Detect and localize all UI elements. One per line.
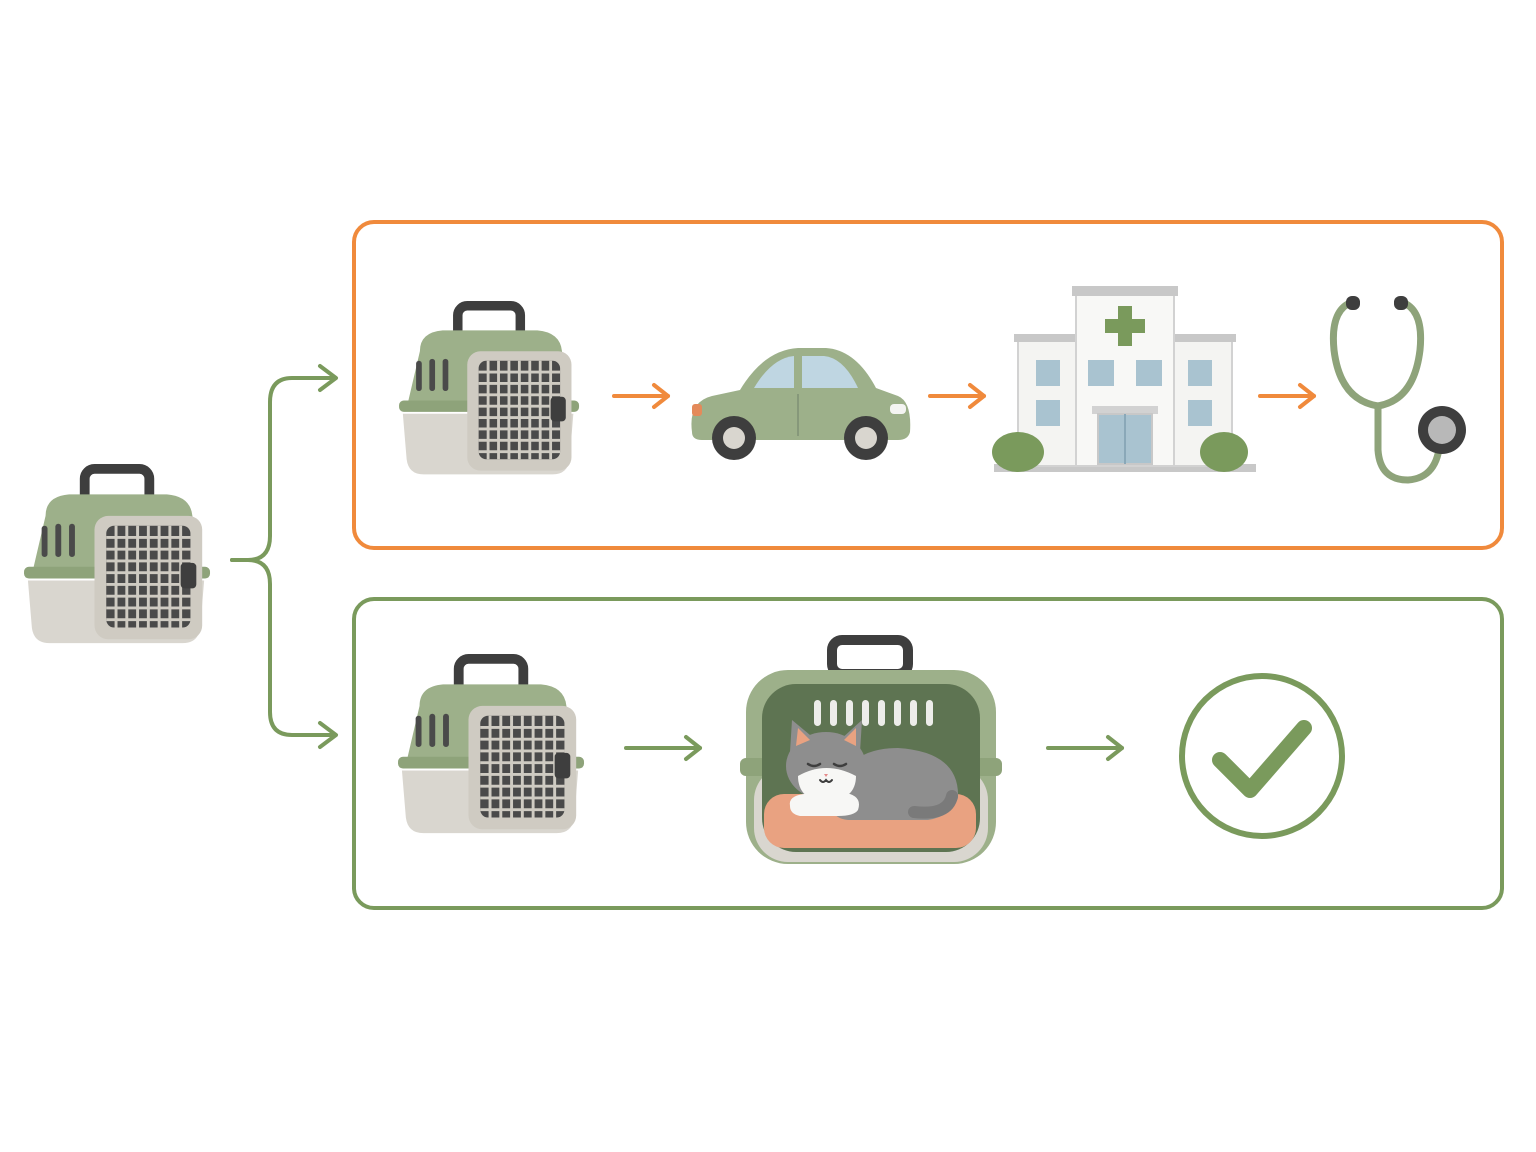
orange-arrow-2 xyxy=(928,383,986,409)
vet-clinic-icon xyxy=(992,286,1256,472)
branch-arrow-up xyxy=(318,364,338,392)
checkmark-circle-icon xyxy=(1179,673,1345,839)
pet-carrier-icon xyxy=(399,301,580,475)
pet-carrier-icon xyxy=(24,464,211,644)
car-icon xyxy=(691,348,911,460)
branch-arrow-down xyxy=(318,721,338,749)
green-arrow-2 xyxy=(1046,735,1124,761)
resting-cat-in-carrier-icon xyxy=(740,635,1002,864)
orange-arrow-1 xyxy=(612,383,670,409)
orange-arrow-3 xyxy=(1258,383,1316,409)
pet-carrier-icon xyxy=(398,654,585,834)
stethoscope-icon xyxy=(1329,296,1466,484)
green-arrow-1 xyxy=(624,735,702,761)
